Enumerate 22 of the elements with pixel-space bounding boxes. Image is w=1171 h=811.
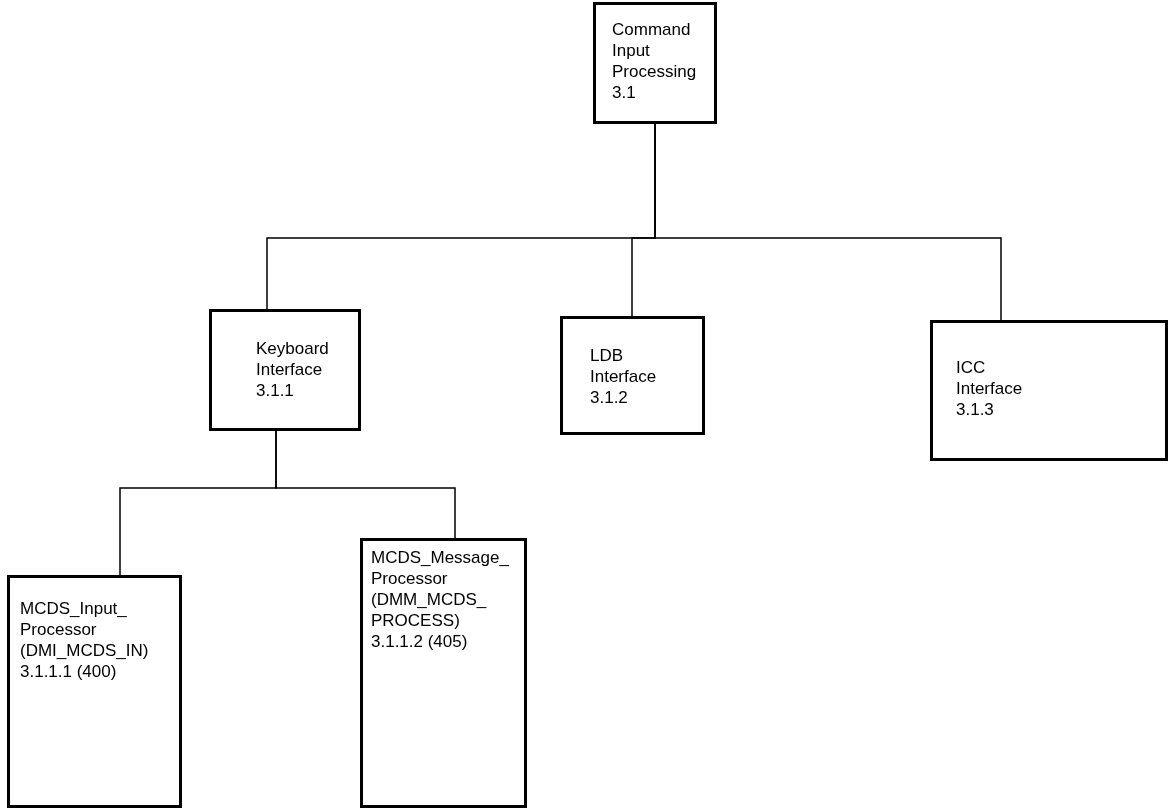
box-text: 3.1: [612, 82, 637, 103]
connector-line: [275, 430, 456, 539]
box-text: 3.1.1.1 (400): [20, 661, 118, 682]
box-text: MCDS_Message_ Processor: [371, 547, 510, 589]
box-text: Keyboard Interface: [256, 338, 330, 380]
process-box: [593, 2, 717, 124]
box-text: 3.1.2: [590, 387, 629, 408]
process-box: [560, 316, 705, 435]
process-box: [360, 538, 527, 808]
connector-line: [654, 123, 1002, 321]
box-text: 3.1.1.2 (405): [371, 631, 469, 652]
process-box: [209, 309, 361, 431]
process-box: [930, 320, 1168, 461]
box-text: (DMM_MCDS_ PROCESS): [371, 589, 488, 631]
box-text: 3.1.3: [956, 399, 995, 420]
box-text: 3.1.1: [256, 380, 295, 401]
box-text: MCDS_Input_ Processor: [20, 598, 128, 640]
box-text: (DMI_MCDS_IN): [20, 640, 150, 661]
box-text: Command Input Processing: [612, 19, 698, 82]
box-text: LDB Interface: [590, 345, 658, 387]
box-text: ICC Interface: [956, 357, 1024, 399]
process-box: [7, 575, 182, 808]
